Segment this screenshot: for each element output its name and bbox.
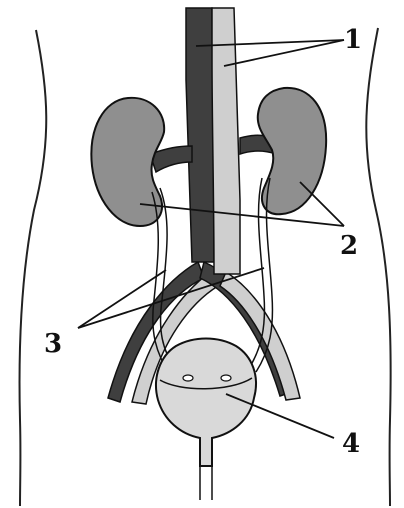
ureter-orifice-left (183, 375, 193, 381)
body-outline-right (366, 28, 390, 506)
label-2: 2 (340, 231, 358, 261)
label-3: 3 (44, 329, 62, 359)
urethra (200, 466, 212, 500)
kidney-left (91, 98, 164, 226)
ureter-orifice-right (221, 375, 231, 381)
label-4: 4 (342, 429, 360, 459)
aorta (212, 8, 240, 274)
body-outline-left (20, 30, 47, 506)
leader-2a (140, 204, 344, 226)
leader-2b (300, 182, 344, 226)
bladder-body (156, 339, 256, 467)
bladder (156, 339, 256, 501)
label-1: 1 (344, 25, 362, 55)
